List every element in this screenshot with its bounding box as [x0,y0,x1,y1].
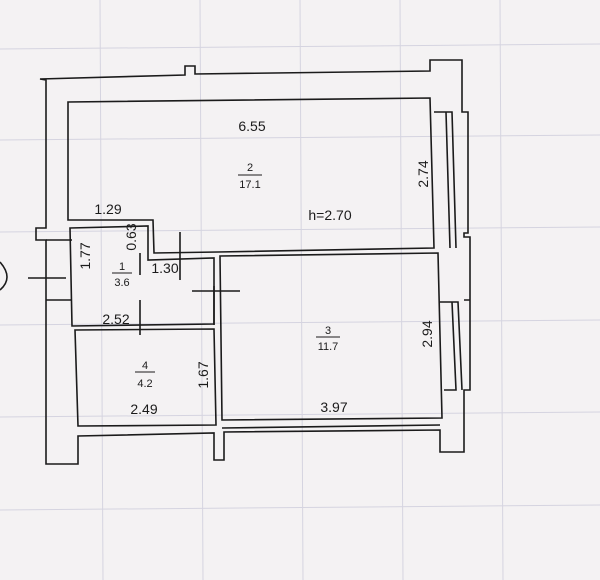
outer-wall [35,59,471,465]
dim-hall-small: 0.63 [123,223,139,250]
walls [0,59,471,465]
dim-top-width: 6.55 [238,118,265,134]
room3-bottom-ledge [221,424,441,429]
door-ticks [28,232,240,335]
left-entry [46,239,72,301]
ceiling-height: h=2.70 [308,207,351,223]
window-room3 [440,301,463,391]
dim-room3-bottom: 3.97 [320,399,347,415]
dim-right-room2: 2.74 [415,160,431,187]
dim-hall-left: 1.77 [77,242,93,269]
dim-bath-top: 2.52 [102,311,129,327]
room-4-label: 4 4.2 [135,360,155,390]
room-3-number: 3 [325,325,331,337]
room-4-number: 4 [142,360,148,372]
room-3-label: 3 11.7 [316,325,340,353]
room-1-number: 1 [119,261,125,273]
room-2-label: 2 17.1 [238,162,262,191]
room-1-label: 1 3.6 [112,261,132,289]
room-2-number: 2 [247,162,253,174]
room-4-area: 4.2 [137,378,152,390]
hall-wall [69,225,215,327]
room-1-area: 3.6 [114,277,129,289]
room3-wall [219,252,443,421]
dim-bath-bottom: 2.49 [130,401,157,417]
dim-room3-right: 2.94 [419,320,435,347]
entry-door-arc [0,261,8,291]
bath-wall [74,328,217,427]
dim-hall-bottom: 1.30 [151,260,178,276]
inner-wall [67,97,435,254]
window-room2 [434,111,457,249]
dim-bath-right: 1.67 [195,361,211,388]
dim-hall-top: 1.29 [94,201,121,217]
room-3-area: 11.7 [318,341,339,353]
room-2-area: 17.1 [239,179,260,191]
